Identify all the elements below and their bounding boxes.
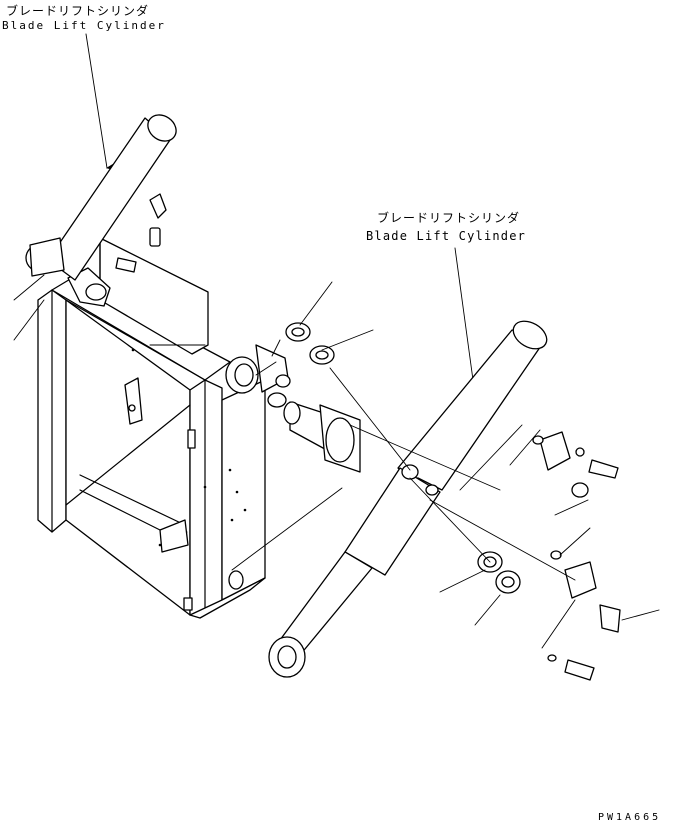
label-blade-lift-cylinder-jp-top: ブレードリフトシリンダ (6, 3, 149, 18)
figure-code: PW1A665 (598, 812, 661, 823)
clamp-assembly-lower (547, 550, 621, 681)
leader-lines (13, 274, 660, 649)
label-blade-lift-cylinder-jp-center: ブレードリフトシリンダ (377, 210, 520, 225)
leader-arrow-center-cylinder (454, 247, 485, 384)
frame-assembly (37, 237, 289, 619)
blade-lift-cylinder-center (268, 320, 548, 678)
elbow-fitting-top (115, 193, 167, 273)
label-blade-lift-cylinder-en-center: Blade Lift Cylinder (366, 229, 526, 243)
leader-arrow-top-cylinder (85, 33, 119, 172)
clamp-assembly-upper (532, 431, 619, 498)
blade-lift-cylinder-top (25, 114, 177, 281)
label-blade-lift-cylinder-en-top: Blade Lift Cylinder (2, 19, 166, 32)
pin-assembly-center (267, 322, 361, 473)
bushing-rings-lower (477, 551, 521, 594)
